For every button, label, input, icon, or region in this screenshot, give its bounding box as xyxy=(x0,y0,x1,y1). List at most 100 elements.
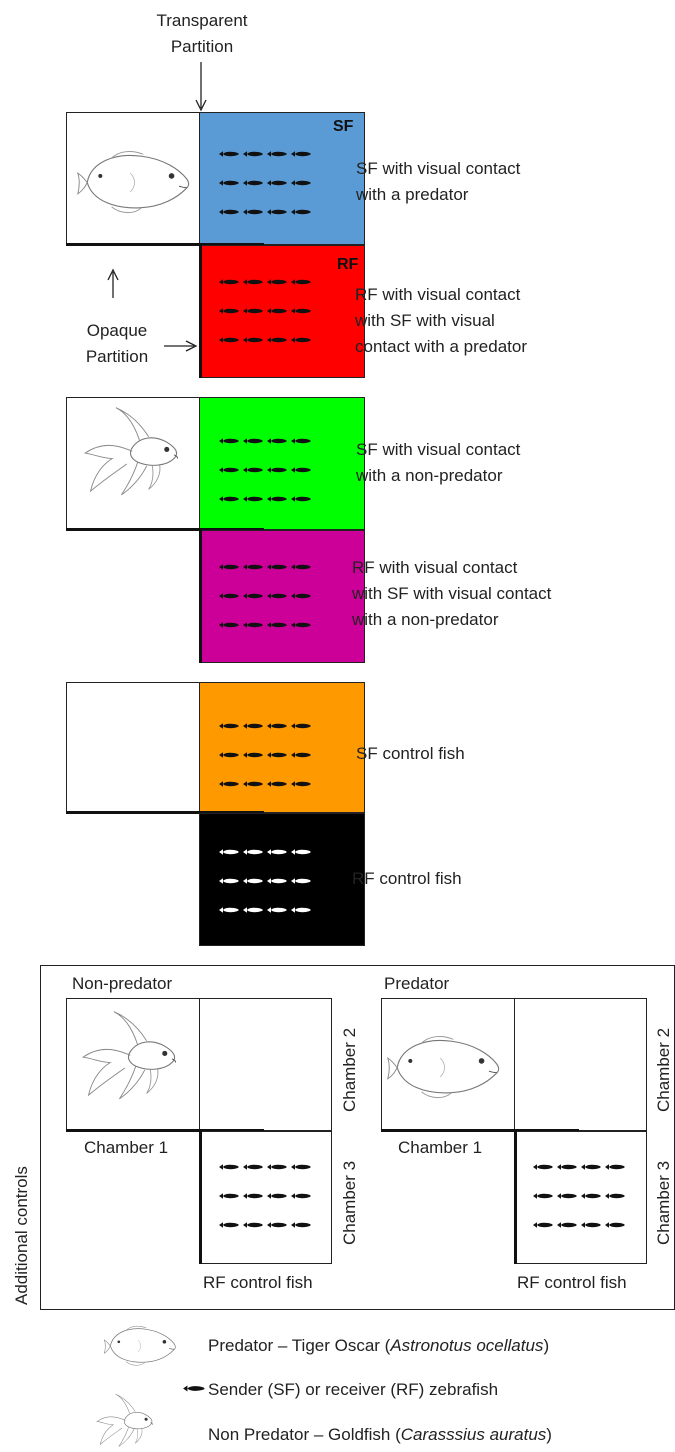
zebrafish-icon xyxy=(243,622,263,628)
zebrafish-icon xyxy=(267,496,287,502)
zebrafish-icon xyxy=(267,467,287,473)
zebrafish-icon xyxy=(219,1193,239,1199)
zebrafish-icon xyxy=(243,180,263,186)
group1-opaque-partition-vertical xyxy=(199,245,202,378)
right-chamber3-fish-grid xyxy=(532,1163,628,1233)
zebrafish-icon xyxy=(291,209,311,215)
group1-rf-description: RF with visual contact with SF with visu… xyxy=(355,285,527,356)
zebrafish-icon xyxy=(291,593,311,599)
opaque-partition-right-arrow xyxy=(164,340,198,352)
group1-rf-fish-grid xyxy=(218,278,314,348)
group3-sf-description: SF control fish xyxy=(356,744,465,763)
additional-controls-label: Additional controls xyxy=(12,1166,31,1305)
zebrafish-icon xyxy=(291,1222,311,1228)
zebrafish-icon xyxy=(267,752,287,758)
left-title-nonpredator: Non-predator xyxy=(72,974,173,993)
zebrafish-icon xyxy=(243,308,263,314)
zebrafish-icon xyxy=(581,1222,601,1228)
zebrafish-icon xyxy=(243,781,263,787)
zebrafish-icon xyxy=(219,209,239,215)
group3-empty-chamber xyxy=(66,682,200,813)
right-opaque-partition-horizontal xyxy=(381,1129,579,1132)
left-opaque-partition-horizontal xyxy=(66,1129,264,1132)
left-chamber-2 xyxy=(199,998,332,1131)
zebrafish-icon xyxy=(267,438,287,444)
goldfish-icon xyxy=(82,1392,172,1452)
right-chamber-2-label: Chamber 2 xyxy=(654,1027,673,1112)
group3-rf-fish-grid xyxy=(218,848,314,918)
zebrafish-icon xyxy=(267,781,287,787)
zebrafish-icon xyxy=(267,337,287,343)
zebrafish-icon xyxy=(219,564,239,570)
zebrafish-icon xyxy=(243,723,263,729)
zebrafish-icon xyxy=(291,496,311,502)
zebrafish-icon xyxy=(243,1222,263,1228)
oscar-fish-icon xyxy=(86,1322,196,1370)
zebrafish-icon xyxy=(267,180,287,186)
oscar-fish-icon xyxy=(74,145,196,220)
group3-sf-chamber xyxy=(199,682,365,813)
group2-sf-fish-grid xyxy=(218,437,314,507)
group1-rf-tag: RF xyxy=(337,256,359,273)
zebrafish-icon xyxy=(243,209,263,215)
zebrafish-icon xyxy=(267,308,287,314)
legend-goldfish: Non Predator – Goldfish (Carasssius aura… xyxy=(208,1425,552,1444)
zebrafish-icon xyxy=(219,878,239,884)
zebrafish-icon xyxy=(219,180,239,186)
oscar-fish-icon xyxy=(384,1030,506,1105)
transparent-partition-label: Transparent Partition xyxy=(156,11,248,56)
right-rf-control-label: RF control fish xyxy=(517,1273,627,1292)
left-opaque-partition-vertical xyxy=(199,1131,202,1264)
opaque-partition-up-arrow xyxy=(107,268,119,298)
legend-predator: Predator – Tiger Oscar (Astronotus ocell… xyxy=(208,1336,550,1355)
zebrafish-icon xyxy=(291,878,311,884)
zebrafish-icon xyxy=(605,1222,625,1228)
left-rf-control-label: RF control fish xyxy=(203,1273,313,1292)
transparent-partition-arrow xyxy=(195,62,207,112)
group3-rf-description: RF control fish xyxy=(352,869,462,888)
zebrafish-icon xyxy=(291,564,311,570)
zebrafish-icon xyxy=(267,723,287,729)
zebrafish-icon xyxy=(291,279,311,285)
zebrafish-icon xyxy=(243,496,263,502)
goldfish-icon xyxy=(74,1008,192,1108)
zebrafish-icon xyxy=(219,723,239,729)
zebrafish-icon xyxy=(267,151,287,157)
zebrafish-icon xyxy=(219,781,239,787)
group1-opaque-partition-horizontal xyxy=(66,243,264,246)
left-chamber3-fish-grid xyxy=(218,1163,314,1233)
group2-rf-description: RF with visual contact with SF with visu… xyxy=(352,558,552,629)
zebrafish-icon xyxy=(243,337,263,343)
zebrafish-icon xyxy=(291,849,311,855)
zebrafish-icon xyxy=(267,279,287,285)
zebrafish-icon xyxy=(267,1164,287,1170)
zebrafish-icon xyxy=(219,337,239,343)
zebrafish-icon xyxy=(291,180,311,186)
zebrafish-icon xyxy=(243,438,263,444)
zebrafish-icon xyxy=(267,1193,287,1199)
zebrafish-icon xyxy=(219,438,239,444)
zebrafish-icon xyxy=(533,1222,553,1228)
zebrafish-icon xyxy=(243,151,263,157)
legend-zebrafish: Sender (SF) or receiver (RF) zebrafish xyxy=(208,1380,499,1399)
opaque-partition-label: Opaque Partition xyxy=(85,321,149,366)
zebrafish-icon xyxy=(291,723,311,729)
right-title-predator: Predator xyxy=(384,974,450,993)
zebrafish-icon xyxy=(219,308,239,314)
zebrafish-icon xyxy=(557,1164,577,1170)
zebrafish-icon xyxy=(243,1164,263,1170)
zebrafish-icon xyxy=(291,467,311,473)
group1-sf-chamber xyxy=(199,112,365,245)
zebrafish-icon xyxy=(291,781,311,787)
zebrafish-icon xyxy=(533,1164,553,1170)
zebrafish-icon xyxy=(291,1193,311,1199)
group1-sf-tag: SF xyxy=(333,118,354,135)
right-chamber-2 xyxy=(514,998,647,1131)
zebrafish-icon xyxy=(219,907,239,913)
left-chamber-3-label: Chamber 3 xyxy=(340,1160,359,1245)
group2-sf-chamber xyxy=(199,397,365,530)
zebrafish-icon xyxy=(219,279,239,285)
zebrafish-icon xyxy=(267,878,287,884)
zebrafish-icon xyxy=(219,752,239,758)
zebrafish-icon xyxy=(533,1193,553,1199)
